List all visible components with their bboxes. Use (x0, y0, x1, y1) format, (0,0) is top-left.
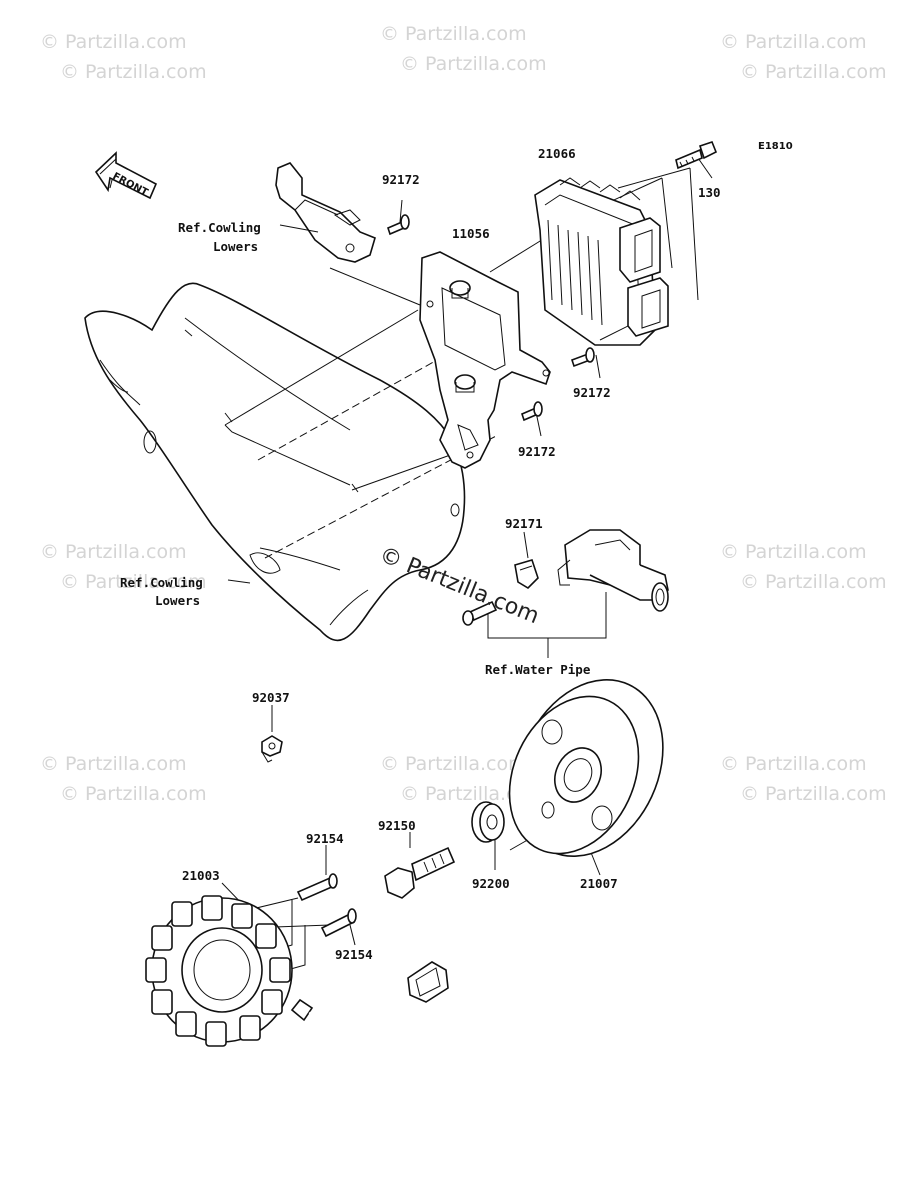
ref-label-water-pipe: Ref.Water Pipe (485, 662, 591, 677)
watermark: © Partzilla.com (740, 571, 887, 593)
watermark: © Partzilla.com (400, 53, 547, 75)
water-pipe-fitting (557, 529, 669, 612)
part-label-92171: 92171 (505, 516, 543, 531)
watermark: © Partzilla.com (60, 571, 207, 593)
diagram-code: E1810 (758, 141, 793, 152)
part-label-11056: 11056 (452, 226, 490, 241)
watermark: © Partzilla.com (380, 753, 527, 775)
watermark: © Partzilla.com (40, 31, 187, 53)
cowling-bracket (275, 162, 376, 263)
regulator-rectifier (534, 177, 669, 346)
bolt-92150 (384, 846, 456, 899)
part-label-21007: 21007 (580, 876, 618, 891)
flywheel-rotor (508, 679, 664, 857)
mounting-plate (419, 251, 551, 469)
part-label-130: 130 (698, 185, 721, 200)
part-label-92200: 92200 (472, 876, 510, 891)
front-arrow-icon: FRONT (94, 151, 158, 200)
watermark: © Partzilla.com (40, 753, 187, 775)
ref-label-cowling-mid: Ref.Cowling (120, 575, 203, 590)
part-label-21066: 21066 (538, 146, 576, 161)
water-pipe-bolt (462, 600, 498, 626)
ref-label-cowling-top-2: Lowers (213, 239, 258, 254)
watermark-layer: © Partzilla.com © Partzilla.com © Partzi… (40, 23, 887, 805)
washer-92200 (471, 801, 505, 843)
part-label-92154-top: 92154 (306, 831, 344, 846)
bolt-92154-top (296, 873, 338, 902)
part-label-92037: 92037 (252, 690, 290, 705)
watermark: © Partzilla.com (720, 541, 867, 563)
watermark: © Partzilla.com (740, 783, 887, 805)
part-label-92154-bottom: 92154 (335, 947, 373, 962)
watermark: © Partzilla.com (60, 783, 207, 805)
watermark: © Partzilla.com (380, 23, 527, 45)
watermark-center: © Partzilla.com (376, 542, 543, 629)
screw-92172-right (570, 347, 595, 368)
watermark: © Partzilla.com (40, 541, 187, 563)
ref-label-cowling-mid-2: Lowers (155, 593, 200, 608)
screw-92172-lower (521, 401, 543, 422)
stator-wire-harness (290, 961, 449, 1040)
clamp-92037 (261, 735, 283, 763)
watermark: © Partzilla.com (60, 61, 207, 83)
part-label-21003: 21003 (182, 868, 220, 883)
bolt-130 (675, 141, 718, 170)
part-label-92172-lower: 92172 (518, 444, 556, 459)
part-label-92172-right: 92172 (573, 385, 611, 400)
bolt-92154-bottom (320, 908, 357, 938)
watermark: © Partzilla.com (720, 31, 867, 53)
part-label-92172-top: 92172 (382, 172, 420, 187)
part-label-92150: 92150 (378, 818, 416, 833)
screw-92172-top (387, 214, 410, 236)
stator-coil (145, 895, 293, 1047)
ref-label-cowling-top: Ref.Cowling (178, 220, 261, 235)
clamp-92171 (514, 559, 539, 590)
watermark: © Partzilla.com (720, 753, 867, 775)
watermark: © Partzilla.com (740, 61, 887, 83)
